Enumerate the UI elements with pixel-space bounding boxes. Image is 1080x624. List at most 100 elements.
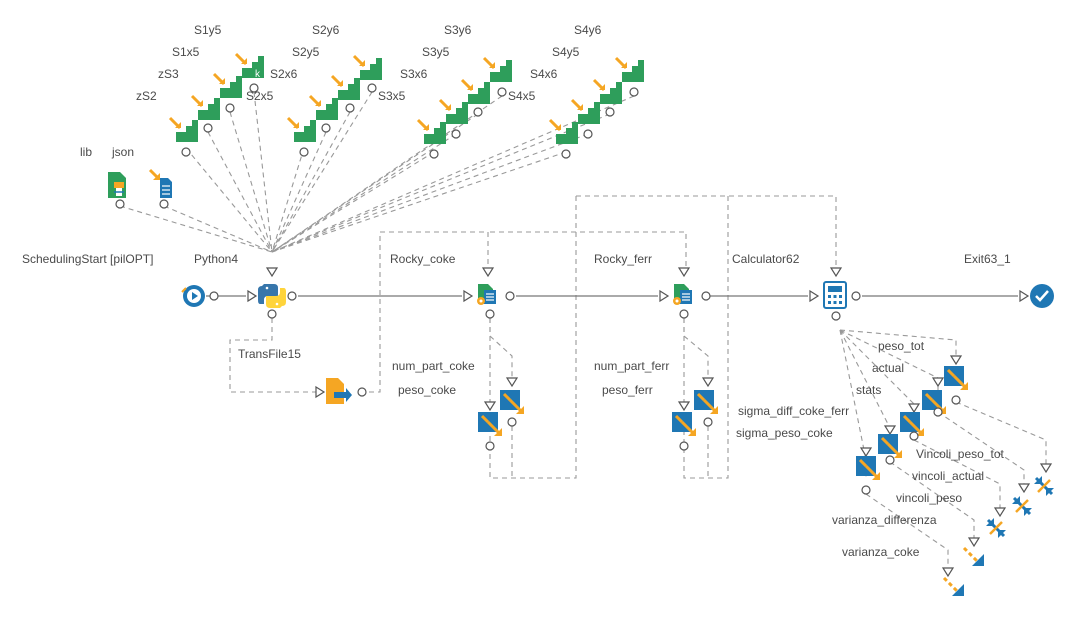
calculator-icon[interactable]: [823, 281, 847, 309]
label-vincoli-actual: vincoli_actual: [912, 469, 984, 483]
input-port[interactable]: [315, 385, 326, 399]
output-variable-icon[interactable]: [876, 432, 904, 460]
input-port[interactable]: [907, 403, 921, 414]
input-port[interactable]: [931, 377, 945, 388]
output-port[interactable]: [115, 199, 125, 209]
output-port[interactable]: [181, 147, 191, 157]
input-port[interactable]: [481, 267, 495, 278]
input-variable-icon[interactable]: [570, 98, 602, 126]
output-port[interactable]: [497, 87, 507, 97]
objective-icon[interactable]: [942, 576, 966, 598]
output-port[interactable]: [909, 431, 919, 441]
output-variable-icon[interactable]: [854, 454, 882, 482]
output-port[interactable]: [505, 291, 515, 301]
output-port[interactable]: [203, 123, 213, 133]
input-port[interactable]: [883, 425, 897, 436]
output-port[interactable]: [159, 199, 169, 209]
output-port[interactable]: [885, 455, 895, 465]
input-port[interactable]: [677, 401, 691, 412]
input-port[interactable]: [483, 401, 497, 412]
label-vincoli-peso: vincoli_peso: [896, 491, 962, 505]
constraint-icon[interactable]: [1010, 494, 1034, 518]
output-variable-icon[interactable]: [498, 388, 526, 416]
transfer-file-icon[interactable]: [326, 378, 352, 404]
output-port[interactable]: [861, 485, 871, 495]
input-variable-icon[interactable]: [548, 118, 580, 146]
flow-in-port[interactable]: [247, 289, 258, 303]
output-port[interactable]: [679, 309, 689, 319]
flow-in-port[interactable]: [463, 289, 474, 303]
input-variable-icon[interactable]: [308, 94, 340, 122]
input-port[interactable]: [701, 377, 715, 388]
flow-in-port[interactable]: [659, 289, 670, 303]
output-port[interactable]: [321, 123, 331, 133]
input-variable-icon[interactable]: [482, 56, 514, 84]
output-port[interactable]: [249, 83, 259, 93]
constraint-icon[interactable]: [1032, 474, 1056, 498]
input-port[interactable]: [265, 267, 279, 278]
constraint-icon[interactable]: [984, 516, 1008, 540]
output-port[interactable]: [367, 83, 377, 93]
output-port[interactable]: [345, 103, 355, 113]
library-file-icon[interactable]: [108, 172, 126, 198]
output-port[interactable]: [299, 147, 309, 157]
output-port[interactable]: [583, 129, 593, 139]
output-port[interactable]: [507, 417, 517, 427]
output-port[interactable]: [629, 87, 639, 97]
input-variable-icon[interactable]: [592, 78, 624, 106]
output-port[interactable]: [933, 407, 943, 417]
output-port[interactable]: [225, 103, 235, 113]
input-port[interactable]: [993, 507, 1007, 518]
input-port[interactable]: [1017, 483, 1031, 494]
input-port[interactable]: [829, 267, 843, 278]
output-port[interactable]: [485, 441, 495, 451]
output-variable-icon[interactable]: [692, 388, 720, 416]
objective-icon[interactable]: [962, 546, 986, 568]
output-port[interactable]: [561, 149, 571, 159]
python-icon[interactable]: [258, 284, 286, 308]
input-port[interactable]: [949, 355, 963, 366]
input-variable-icon[interactable]: [286, 116, 318, 144]
input-variable-icon[interactable]: [212, 72, 244, 100]
output-variable-icon[interactable]: [476, 410, 504, 438]
flow-in-port[interactable]: [809, 289, 820, 303]
input-variable-icon[interactable]: [438, 98, 470, 126]
output-port[interactable]: [451, 129, 461, 139]
output-port[interactable]: [701, 291, 711, 301]
input-variable-icon[interactable]: [352, 54, 384, 82]
input-port[interactable]: [505, 377, 519, 388]
input-port[interactable]: [1039, 463, 1053, 474]
output-port[interactable]: [209, 291, 219, 301]
script-gear-icon[interactable]: [476, 283, 497, 306]
output-port[interactable]: [851, 291, 861, 301]
input-port[interactable]: [859, 447, 873, 458]
flow-in-port[interactable]: [1019, 289, 1030, 303]
output-port[interactable]: [703, 417, 713, 427]
output-port[interactable]: [473, 107, 483, 117]
script-gear-icon[interactable]: [672, 283, 693, 306]
json-file-icon[interactable]: [148, 168, 172, 198]
output-port[interactable]: [605, 107, 615, 117]
input-port[interactable]: [967, 537, 981, 548]
input-variable-icon[interactable]: [168, 116, 200, 144]
output-port[interactable]: [485, 309, 495, 319]
input-variable-icon[interactable]: [614, 56, 646, 84]
output-port[interactable]: [831, 311, 841, 321]
input-variable-icon[interactable]: [416, 118, 448, 146]
label-calculator62: Calculator62: [732, 252, 800, 266]
input-port[interactable]: [941, 567, 955, 578]
output-port[interactable]: [357, 387, 367, 397]
input-variable-icon[interactable]: [190, 94, 222, 122]
input-port[interactable]: [677, 267, 691, 278]
output-port[interactable]: [287, 291, 297, 301]
schedule-start-icon[interactable]: [181, 285, 205, 307]
exit-check-icon[interactable]: [1030, 284, 1054, 308]
label-transfile15: TransFile15: [238, 347, 301, 361]
output-port[interactable]: [429, 149, 439, 159]
output-variable-icon[interactable]: [942, 364, 970, 392]
input-variable-icon[interactable]: [330, 74, 362, 102]
output-port[interactable]: [679, 441, 689, 451]
output-port[interactable]: [267, 309, 277, 319]
output-port[interactable]: [951, 395, 961, 405]
input-variable-icon[interactable]: [460, 78, 492, 106]
